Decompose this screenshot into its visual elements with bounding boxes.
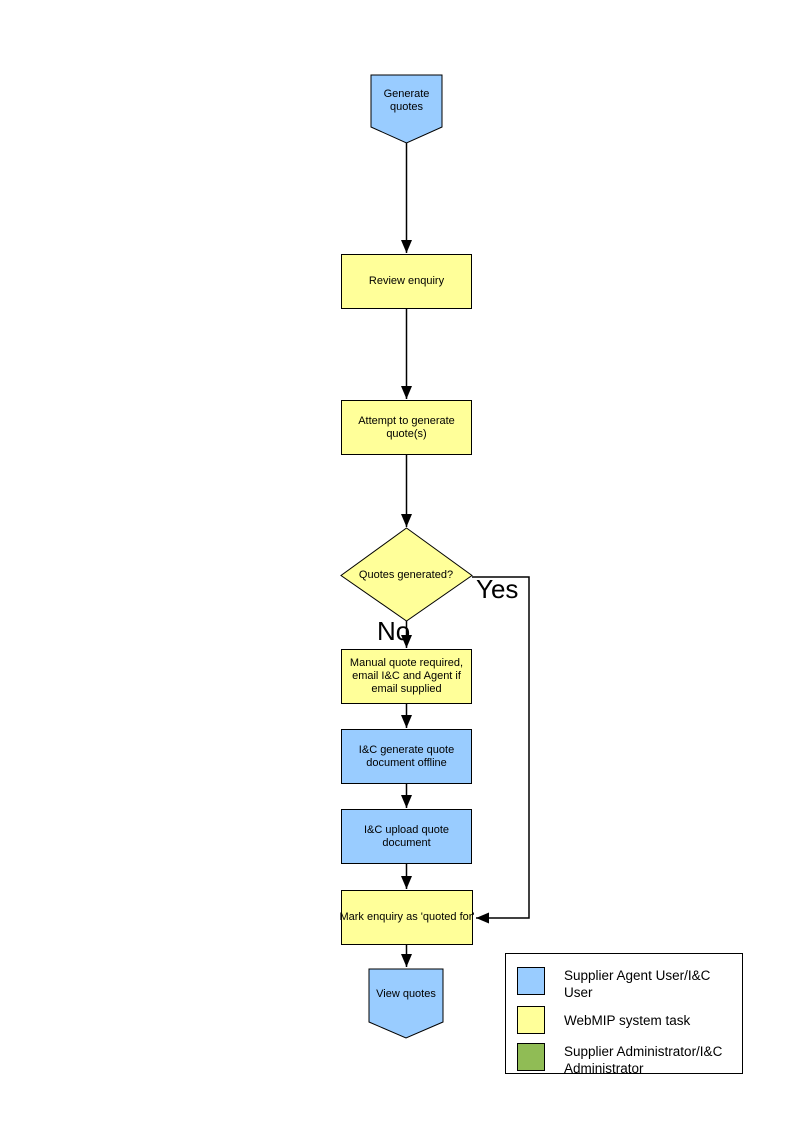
connector-yes-branch (472, 576, 530, 924)
legend-box: Supplier Agent User/I&C User WebMIP syst… (505, 953, 743, 1077)
legend-item-administrator: Supplier Administrator/I&C Administrator (517, 1043, 739, 1077)
start-terminator-label: Generate quotes (383, 87, 430, 113)
end-terminator-label: View quotes (376, 987, 436, 1000)
legend-item-system-task: WebMIP system task (517, 1006, 739, 1034)
decision-quotes-generated-label: Quotes generated? (358, 569, 454, 581)
process-ic-generate-offline: I&C generate quote document offline (341, 729, 472, 784)
process-review-enquiry: Review enquiry (341, 254, 472, 309)
legend-item-agent-user: Supplier Agent User/I&C User (517, 967, 739, 1001)
process-ic-upload: I&C upload quote document (341, 809, 472, 864)
yes-branch-label: Yes (476, 574, 519, 604)
no-branch-label: No (377, 616, 411, 646)
legend-swatch-green (517, 1043, 545, 1071)
legend-swatch-blue (517, 967, 545, 995)
process-mark-quoted: Mark enquiry as 'quoted for' (339, 890, 475, 945)
process-attempt-generate: Attempt to generate quote(s) (341, 400, 472, 455)
legend-label-agent-user: Supplier Agent User/I&C User (564, 968, 711, 1000)
start-terminator-shape (370, 74, 443, 144)
legend-label-system-task: WebMIP system task (564, 1012, 691, 1028)
legend-label-administrator: Supplier Administrator/I&C Administrator (564, 1044, 723, 1076)
legend-swatch-yellow (517, 1006, 545, 1034)
process-manual-quote: Manual quote required, email I&C and Age… (341, 649, 472, 704)
end-terminator-shape (368, 968, 444, 1039)
